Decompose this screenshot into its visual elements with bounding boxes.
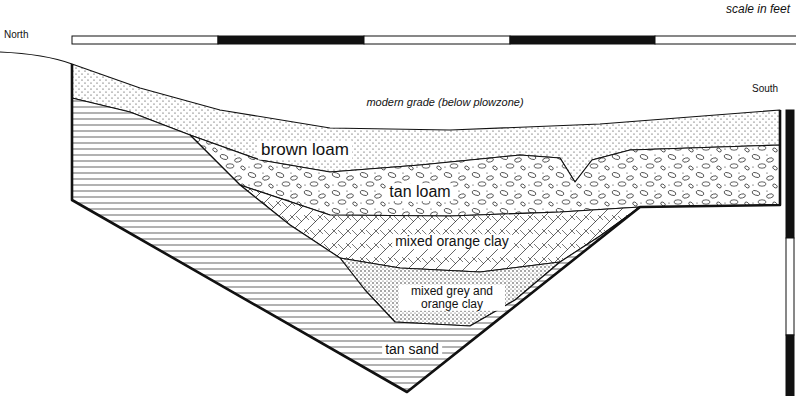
layer-label: tan loam bbox=[386, 183, 453, 201]
vertical-scale-bar bbox=[786, 110, 794, 396]
layer-label: mixed grey and orange clay bbox=[399, 285, 505, 311]
layer-ground bbox=[72, 98, 640, 392]
scale-bar bbox=[72, 36, 796, 44]
ground-surface bbox=[0, 52, 72, 64]
layer-label: mixed orange clay bbox=[392, 234, 512, 249]
soil-layer: tan sand bbox=[72, 98, 640, 392]
layer-fill bbox=[72, 98, 640, 392]
section-label: North bbox=[4, 29, 28, 40]
section-label: modern grade (below plowzone) bbox=[366, 96, 523, 108]
layer-label: tan sand bbox=[382, 342, 442, 357]
layer-label: brown loam bbox=[258, 141, 352, 160]
profile-boundary bbox=[72, 64, 780, 392]
section-label: scale in feet bbox=[726, 3, 790, 16]
layer-shape bbox=[72, 98, 640, 392]
section-label: South bbox=[752, 83, 778, 94]
